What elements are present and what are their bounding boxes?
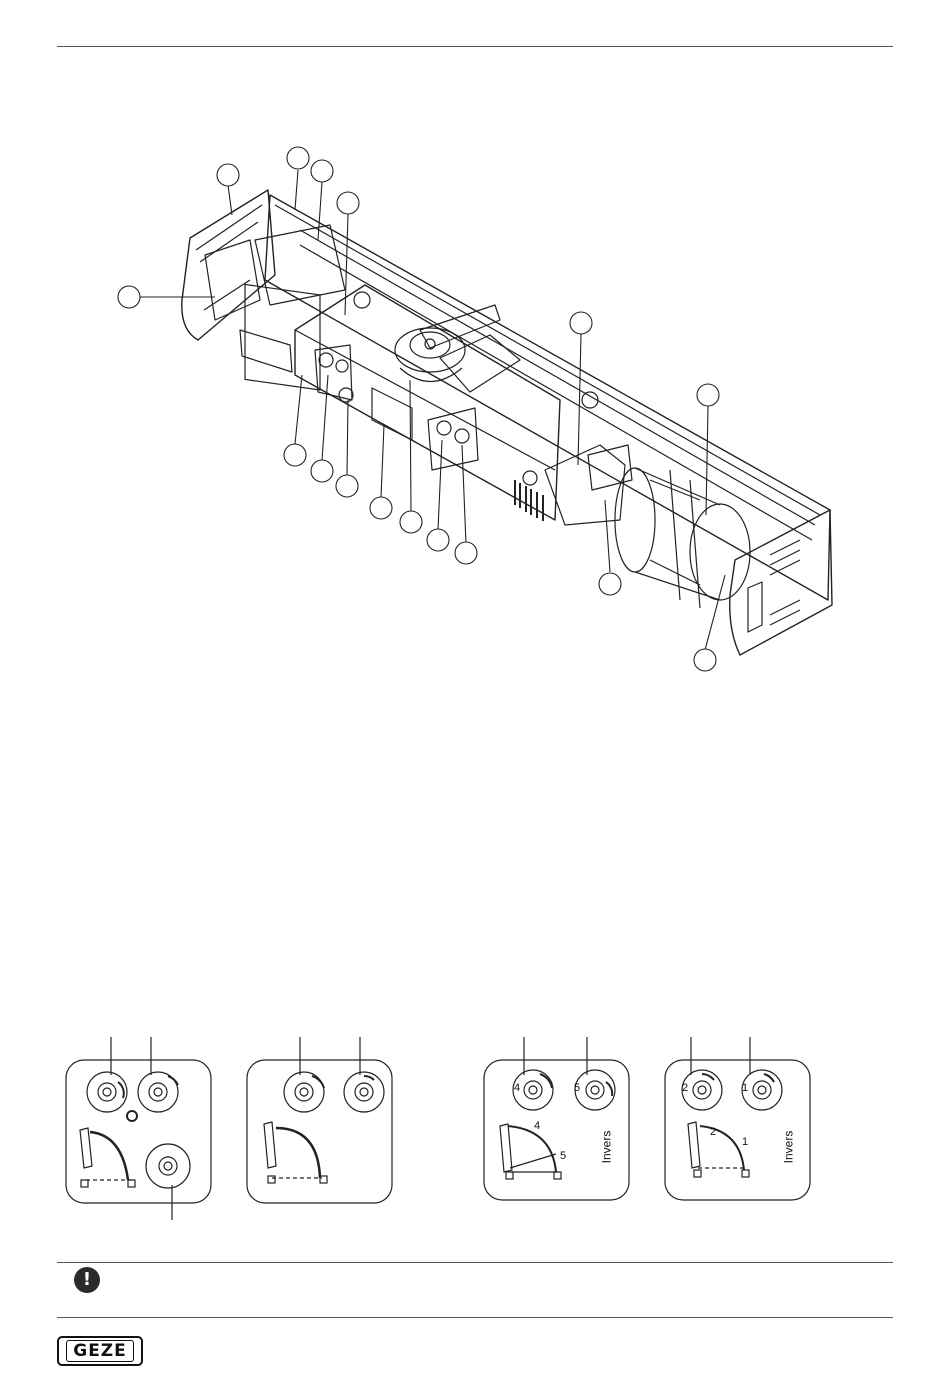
panel-3-arc-label-1: 4 xyxy=(534,1120,540,1132)
panel-3-dial-label-2: 5 xyxy=(574,1082,580,1094)
panel-4-arc-label-1: 2 xyxy=(710,1126,716,1138)
panel-4-dial-label-1: 2 xyxy=(682,1082,688,1094)
mode-panel-3 xyxy=(484,1037,629,1200)
logo-text: GEZE xyxy=(66,1340,134,1362)
mode-panel-1 xyxy=(66,1037,211,1220)
panel-3-arc-label-2: 5 xyxy=(560,1150,566,1162)
panel-4-arc-label-2: 1 xyxy=(742,1136,748,1148)
exclamation-icon: ! xyxy=(74,1267,100,1293)
panel-4-invers-label: Invers xyxy=(781,1131,795,1164)
notice-bottom-rule xyxy=(57,1317,893,1318)
notice-top-rule xyxy=(57,1262,893,1263)
panel-3-dial-label-1: 4 xyxy=(514,1082,520,1094)
mode-panel-4 xyxy=(665,1037,810,1200)
panel-4-dial-label-2: 1 xyxy=(742,1082,748,1094)
panel-3-invers-label: Invers xyxy=(599,1131,613,1164)
geze-logo: GEZE xyxy=(57,1336,143,1366)
mode-panel-2 xyxy=(247,1037,392,1203)
